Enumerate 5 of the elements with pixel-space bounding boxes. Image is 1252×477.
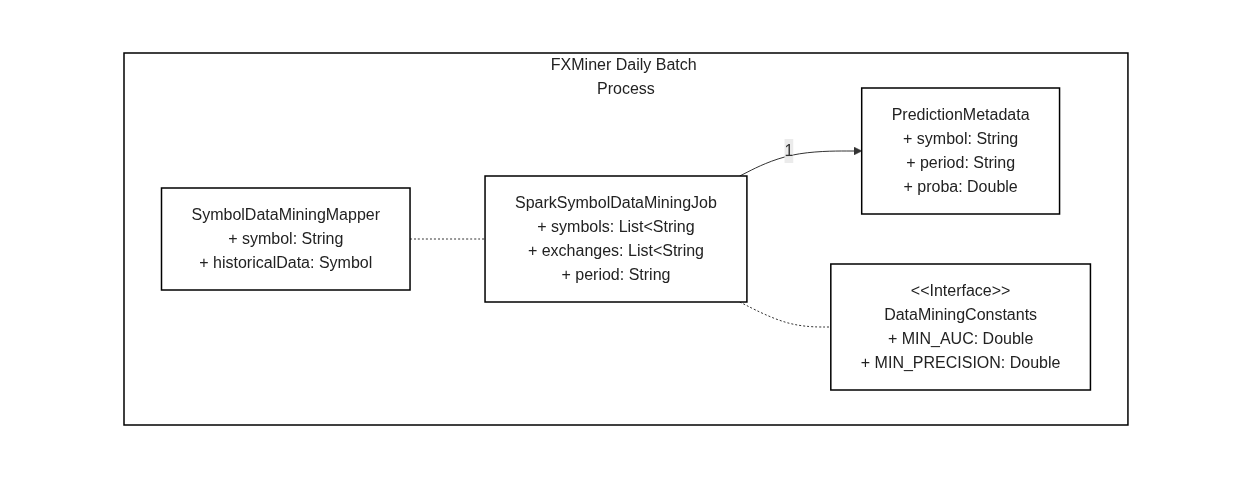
node-box: SparkSymbolDataMiningJob + symbols: List<String + exchanges: List<String + period: String bbox=[484, 174, 748, 303]
node-box: <<Interface>> DataMiningConstants + MIN_AUC: Double + MIN_PRECISION: Double bbox=[830, 262, 1092, 391]
node-box: SymbolDataMiningMapper + symbol: String + historicalData: Symbol bbox=[160, 186, 411, 291]
edge-label: 1 bbox=[784, 141, 794, 159]
node-box: PredictionMetadata + symbol: String + period: String + proba: Double bbox=[861, 86, 1061, 215]
